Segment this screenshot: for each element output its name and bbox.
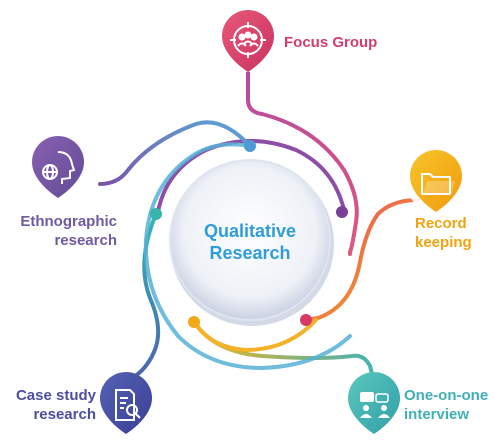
record-keeping-label-line1: Record — [415, 215, 467, 232]
case-study-dot — [150, 208, 162, 220]
ethnographic-label-line1: Ethnographic — [20, 213, 117, 230]
case-study-pin — [96, 372, 156, 434]
one-on-one-outer-arc — [194, 318, 318, 353]
center-label-line2: Research — [209, 243, 291, 263]
people-target-icon — [230, 22, 266, 58]
ethnographic-inner-arc — [143, 142, 352, 371]
case-study-label-line2: research — [33, 406, 96, 423]
record-keeping-pin — [406, 150, 466, 212]
one-on-one-label-line2: interview — [404, 406, 470, 423]
focus-group-label-line1: Focus Group — [284, 34, 378, 51]
record-keeping-connector — [304, 198, 420, 322]
head-globe-icon — [42, 151, 76, 184]
ethnographic-pin — [28, 136, 88, 198]
one-on-one-pin — [344, 372, 404, 434]
case-study-label-line1: Case study — [15, 387, 96, 404]
case-study-label: Case study research — [6, 386, 96, 424]
document-search-icon — [115, 389, 141, 421]
interview-icon — [360, 392, 390, 418]
center-label-line1: Qualitative — [203, 221, 297, 241]
center-label: Qualitative Research — [172, 220, 328, 264]
ethnographic-label: Ethnographic research — [8, 212, 117, 250]
focus-group-pin — [218, 10, 278, 72]
record-keeping-dot — [300, 314, 312, 326]
focus-group-label: Focus Group — [284, 33, 377, 52]
one-on-one-label-line1: One-on-one — [404, 387, 489, 404]
focus-group-dot — [336, 206, 348, 218]
focus-group-connector — [246, 66, 359, 256]
ethnographic-connector — [98, 120, 252, 186]
center-circle — [169, 159, 331, 321]
folder-icon — [421, 173, 455, 195]
ethnographic-dot — [244, 140, 256, 152]
ethnographic-label-line2: research — [54, 232, 117, 249]
one-on-one-label: One-on-one interview — [404, 386, 488, 424]
record-keeping-label-line2: keeping — [415, 234, 472, 251]
one-on-one-dot — [188, 316, 200, 328]
one-on-one-connector — [192, 320, 376, 384]
record-keeping-label: Record keeping — [415, 214, 472, 252]
